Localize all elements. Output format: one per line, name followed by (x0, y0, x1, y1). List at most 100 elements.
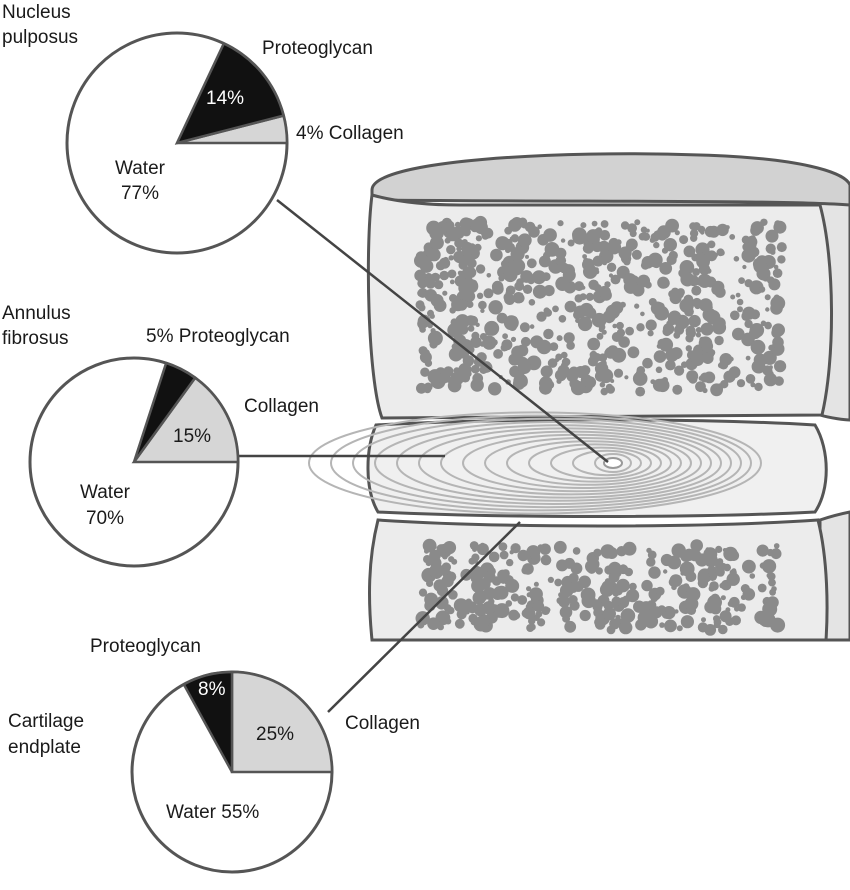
bone-trabecula (774, 376, 784, 386)
bone-trabecula (566, 341, 575, 350)
bone-trabecula (695, 327, 702, 333)
bone-trabecula (679, 235, 689, 245)
bone-trabecula (705, 268, 712, 274)
bone-trabecula (473, 559, 478, 564)
disc-lamella (528, 443, 662, 483)
bone-trabecula (733, 255, 740, 262)
bone-trabecula (701, 340, 714, 353)
bone-trabecula (773, 298, 778, 303)
bone-trabecula (653, 350, 667, 363)
bone-trabecula (734, 606, 740, 612)
upper-vertebra-cancellous-bone (414, 215, 787, 397)
bone-trabecula (420, 367, 430, 377)
bone-trabecula (640, 311, 645, 317)
bone-trabecula (666, 254, 677, 265)
bone-trabecula (615, 614, 621, 621)
bone-trabecula (765, 243, 776, 254)
bone-trabecula (592, 319, 598, 325)
bone-trabecula (669, 574, 683, 587)
bone-trabecula (488, 382, 502, 396)
bone-trabecula (625, 242, 635, 252)
bone-trabecula (570, 562, 583, 575)
bone-trabecula (681, 361, 688, 369)
bone-trabecula (716, 289, 723, 297)
bone-trabecula (562, 614, 571, 623)
bone-trabecula (746, 592, 752, 598)
bone-trabecula (738, 277, 745, 284)
bone-trabecula (593, 607, 603, 618)
bone-trabecula (691, 353, 705, 366)
bone-trabecula (585, 292, 595, 301)
bone-trabecula (544, 242, 560, 257)
bone-trabecula (732, 327, 745, 341)
bone-trabecula (601, 329, 607, 335)
bone-trabecula (662, 327, 672, 337)
bone-trabecula (770, 302, 783, 315)
leader-line-nucleus (276, 199, 609, 463)
bone-trabecula (703, 311, 709, 317)
bone-trabecula (695, 320, 701, 326)
bone-trabecula (597, 256, 604, 264)
bone-trabecula (537, 618, 546, 627)
bone-trabecula (697, 622, 709, 633)
bone-trabecula (623, 258, 631, 266)
bone-trabecula (606, 385, 615, 394)
bone-trabecula (762, 559, 777, 574)
bone-trabecula (572, 547, 581, 555)
bone-trabecula (579, 609, 591, 622)
bone-trabecula (647, 330, 654, 337)
bone-trabecula (622, 541, 637, 556)
bone-trabecula (599, 230, 611, 241)
bone-trabecula (772, 268, 783, 279)
disc-lamella (308, 411, 762, 515)
bone-trabecula (464, 290, 476, 302)
bone-trabecula (695, 332, 702, 338)
bone-trabecula (663, 238, 677, 252)
disc-lamella (506, 440, 672, 486)
bone-trabecula (652, 259, 661, 269)
bone-trabecula (418, 588, 428, 597)
bone-trabecula (540, 554, 552, 566)
bone-trabecula (671, 543, 686, 558)
disc-lamella (572, 449, 642, 477)
bone-trabecula (510, 316, 518, 324)
annulus-lamellae-rings (308, 411, 762, 515)
bone-trabecula (526, 624, 535, 632)
bone-trabecula (560, 238, 566, 243)
bone-trabecula (674, 324, 685, 335)
disc-lamella (550, 446, 652, 480)
bone-trabecula (622, 595, 631, 604)
bone-trabecula (505, 289, 513, 297)
bone-trabecula (425, 279, 436, 289)
bone-trabecula (429, 235, 444, 250)
bone-trabecula (574, 294, 583, 303)
bone-trabecula (774, 360, 787, 373)
bone-trabecula (667, 314, 679, 326)
bone-trabecula (580, 222, 587, 229)
bone-trabecula (728, 366, 741, 379)
bone-trabecula (731, 615, 741, 626)
bone-trabecula (584, 591, 594, 600)
bone-trabecula (497, 590, 503, 595)
bone-trabecula (770, 548, 782, 560)
bone-trabecula (517, 233, 532, 248)
disc-lamella (484, 437, 682, 489)
bone-trabecula (470, 378, 484, 392)
bone-trabecula (659, 262, 673, 275)
bone-trabecula (631, 249, 642, 260)
bone-trabecula (634, 303, 640, 309)
bone-trabecula (657, 338, 667, 348)
bone-trabecula (609, 615, 614, 620)
bone-trabecula (446, 245, 456, 255)
region-label-nucleus-line1: Nucleus (2, 2, 71, 23)
bone-trabecula (537, 224, 542, 229)
bone-trabecula (480, 308, 485, 313)
bone-trabecula (535, 610, 543, 618)
bone-trabecula (536, 311, 547, 322)
bone-trabecula (629, 582, 637, 591)
bone-trabecula (519, 292, 523, 297)
bone-trabecula (627, 223, 637, 234)
bone-trabecula (768, 344, 775, 351)
bone-trabecula (643, 614, 659, 629)
bone-trabecula (459, 217, 473, 231)
